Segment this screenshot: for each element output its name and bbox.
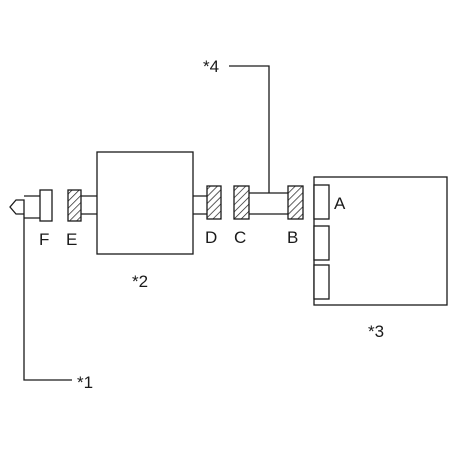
connector-label-f: F [39,230,49,249]
connector-e [67,189,82,222]
connector-label-a: A [334,194,346,213]
connector-c [233,185,250,220]
connector-label-b: B [287,228,298,247]
component-3 [313,176,448,306]
connector-b [287,185,304,220]
component-2 [96,151,194,255]
harness-e-2 [81,195,97,215]
wire-stub [9,199,25,220]
leader-line-4 [229,65,270,193]
connector-d [206,185,222,220]
callout-label-2: *2 [132,272,148,291]
connector-f [39,189,53,222]
connector-label-d: D [205,228,217,247]
connector-label-c: C [234,228,246,247]
callout-label-3: *3 [368,322,384,341]
harness-c-b [249,192,288,215]
callout-label-4: *4 [203,57,219,76]
socket-lower [313,264,330,300]
connector-label-e: E [66,230,77,249]
callout-label-1: *1 [77,373,93,392]
harness-2-d [193,195,207,215]
leader-line-1 [23,220,72,381]
connector-a [313,184,330,220]
wire-stub-to-f [24,195,40,219]
socket-middle [313,225,330,261]
